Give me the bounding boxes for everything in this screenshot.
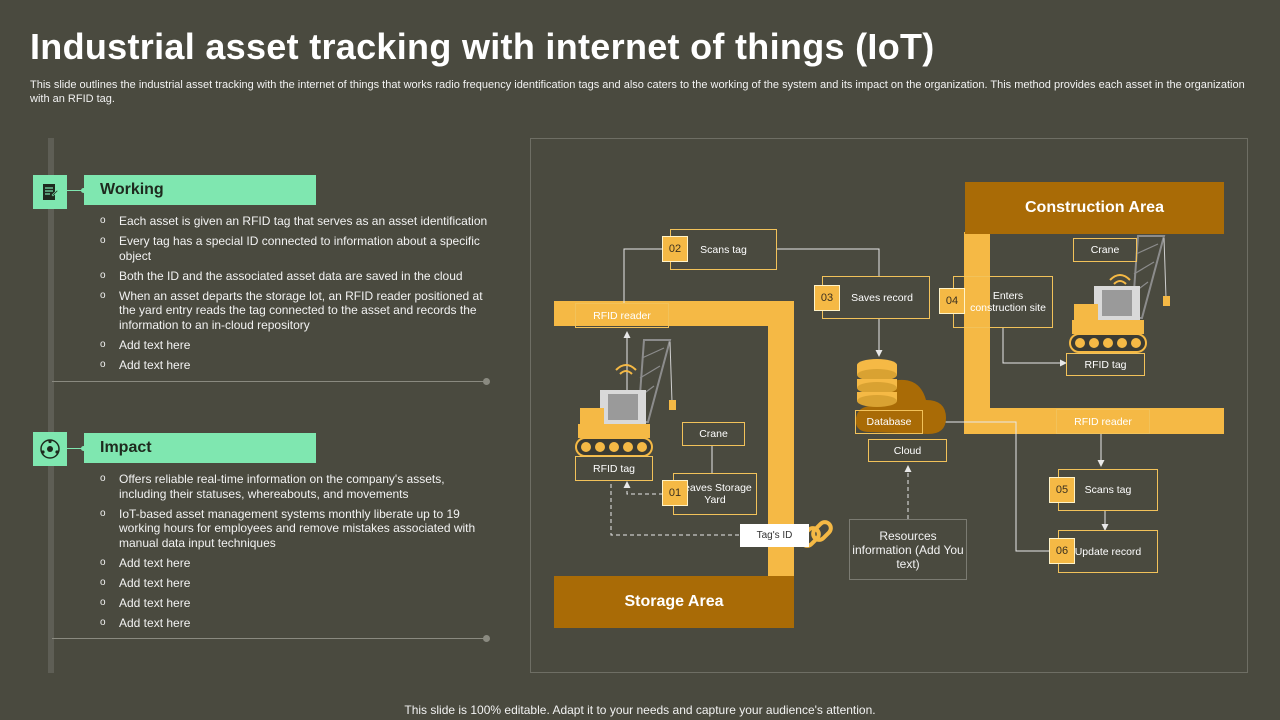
list-item: Add text here xyxy=(100,616,495,631)
rfid-reader-right: RFID reader xyxy=(1056,409,1150,434)
page-title: Industrial asset tracking with internet … xyxy=(30,26,935,67)
storage-area: Storage Area xyxy=(554,576,794,628)
construction-area: Construction Area xyxy=(965,182,1224,234)
step-03-number: 03 xyxy=(814,285,840,311)
page-subtitle: This slide outlines the industrial asset… xyxy=(30,79,1245,105)
rfid-tag-right: RFID tag xyxy=(1066,353,1145,376)
database-label: Database xyxy=(855,410,923,434)
step-04-box: Enters construction site xyxy=(953,276,1053,328)
step-06-number: 06 xyxy=(1049,538,1075,564)
construction-track xyxy=(964,408,1224,434)
step-04-number: 04 xyxy=(939,288,965,314)
crane-left-label: Crane xyxy=(682,422,745,446)
footer-note: This slide is 100% editable. Adapt it to… xyxy=(404,703,876,717)
list-item: Add text here xyxy=(100,596,495,611)
working-heading: Working xyxy=(84,175,316,205)
step-05-number: 05 xyxy=(1049,477,1075,503)
working-divider xyxy=(52,378,490,385)
list-item: IoT-based asset management systems month… xyxy=(100,507,495,551)
list-item: Add text here xyxy=(100,556,495,571)
list-item: Each asset is given an RFID tag that ser… xyxy=(100,214,495,229)
impact-connector xyxy=(67,446,86,451)
cloud-label: Cloud xyxy=(868,439,947,462)
crane-vehicle-icon xyxy=(1069,235,1170,353)
working-connector xyxy=(67,188,86,193)
working-list: Each asset is given an RFID tag that ser… xyxy=(100,214,495,378)
list-item: Add text here xyxy=(100,576,495,591)
database-icon xyxy=(857,359,897,407)
storage-track xyxy=(554,301,794,326)
diagram-panel xyxy=(530,138,1248,673)
list-item: Add text here xyxy=(100,338,495,353)
timeline-line xyxy=(48,138,54,673)
rfid-reader-left: RFID reader xyxy=(575,303,669,328)
list-item: Both the ID and the associated asset dat… xyxy=(100,269,495,284)
impact-divider xyxy=(52,635,490,642)
impact-heading: Impact xyxy=(84,433,316,463)
crane-vehicle-icon xyxy=(575,339,676,457)
step-02-number: 02 xyxy=(662,236,688,262)
construction-track-vertical xyxy=(964,232,990,434)
crane-right-label: Crane xyxy=(1073,238,1137,262)
document-icon xyxy=(33,175,67,209)
network-icon xyxy=(33,432,67,466)
step-01-number: 01 xyxy=(662,480,688,506)
impact-list: Offers reliable real-time information on… xyxy=(100,472,495,636)
list-item: Offers reliable real-time information on… xyxy=(100,472,495,501)
list-item: When an asset departs the storage lot, a… xyxy=(100,289,495,333)
list-item: Add text here xyxy=(100,358,495,373)
list-item: Every tag has a special ID connected to … xyxy=(100,234,495,263)
rfid-tag-left: RFID tag xyxy=(575,456,653,481)
resources-info: Resources information (Add You text) xyxy=(849,519,967,580)
tags-id-label: Tag's ID xyxy=(740,524,809,547)
